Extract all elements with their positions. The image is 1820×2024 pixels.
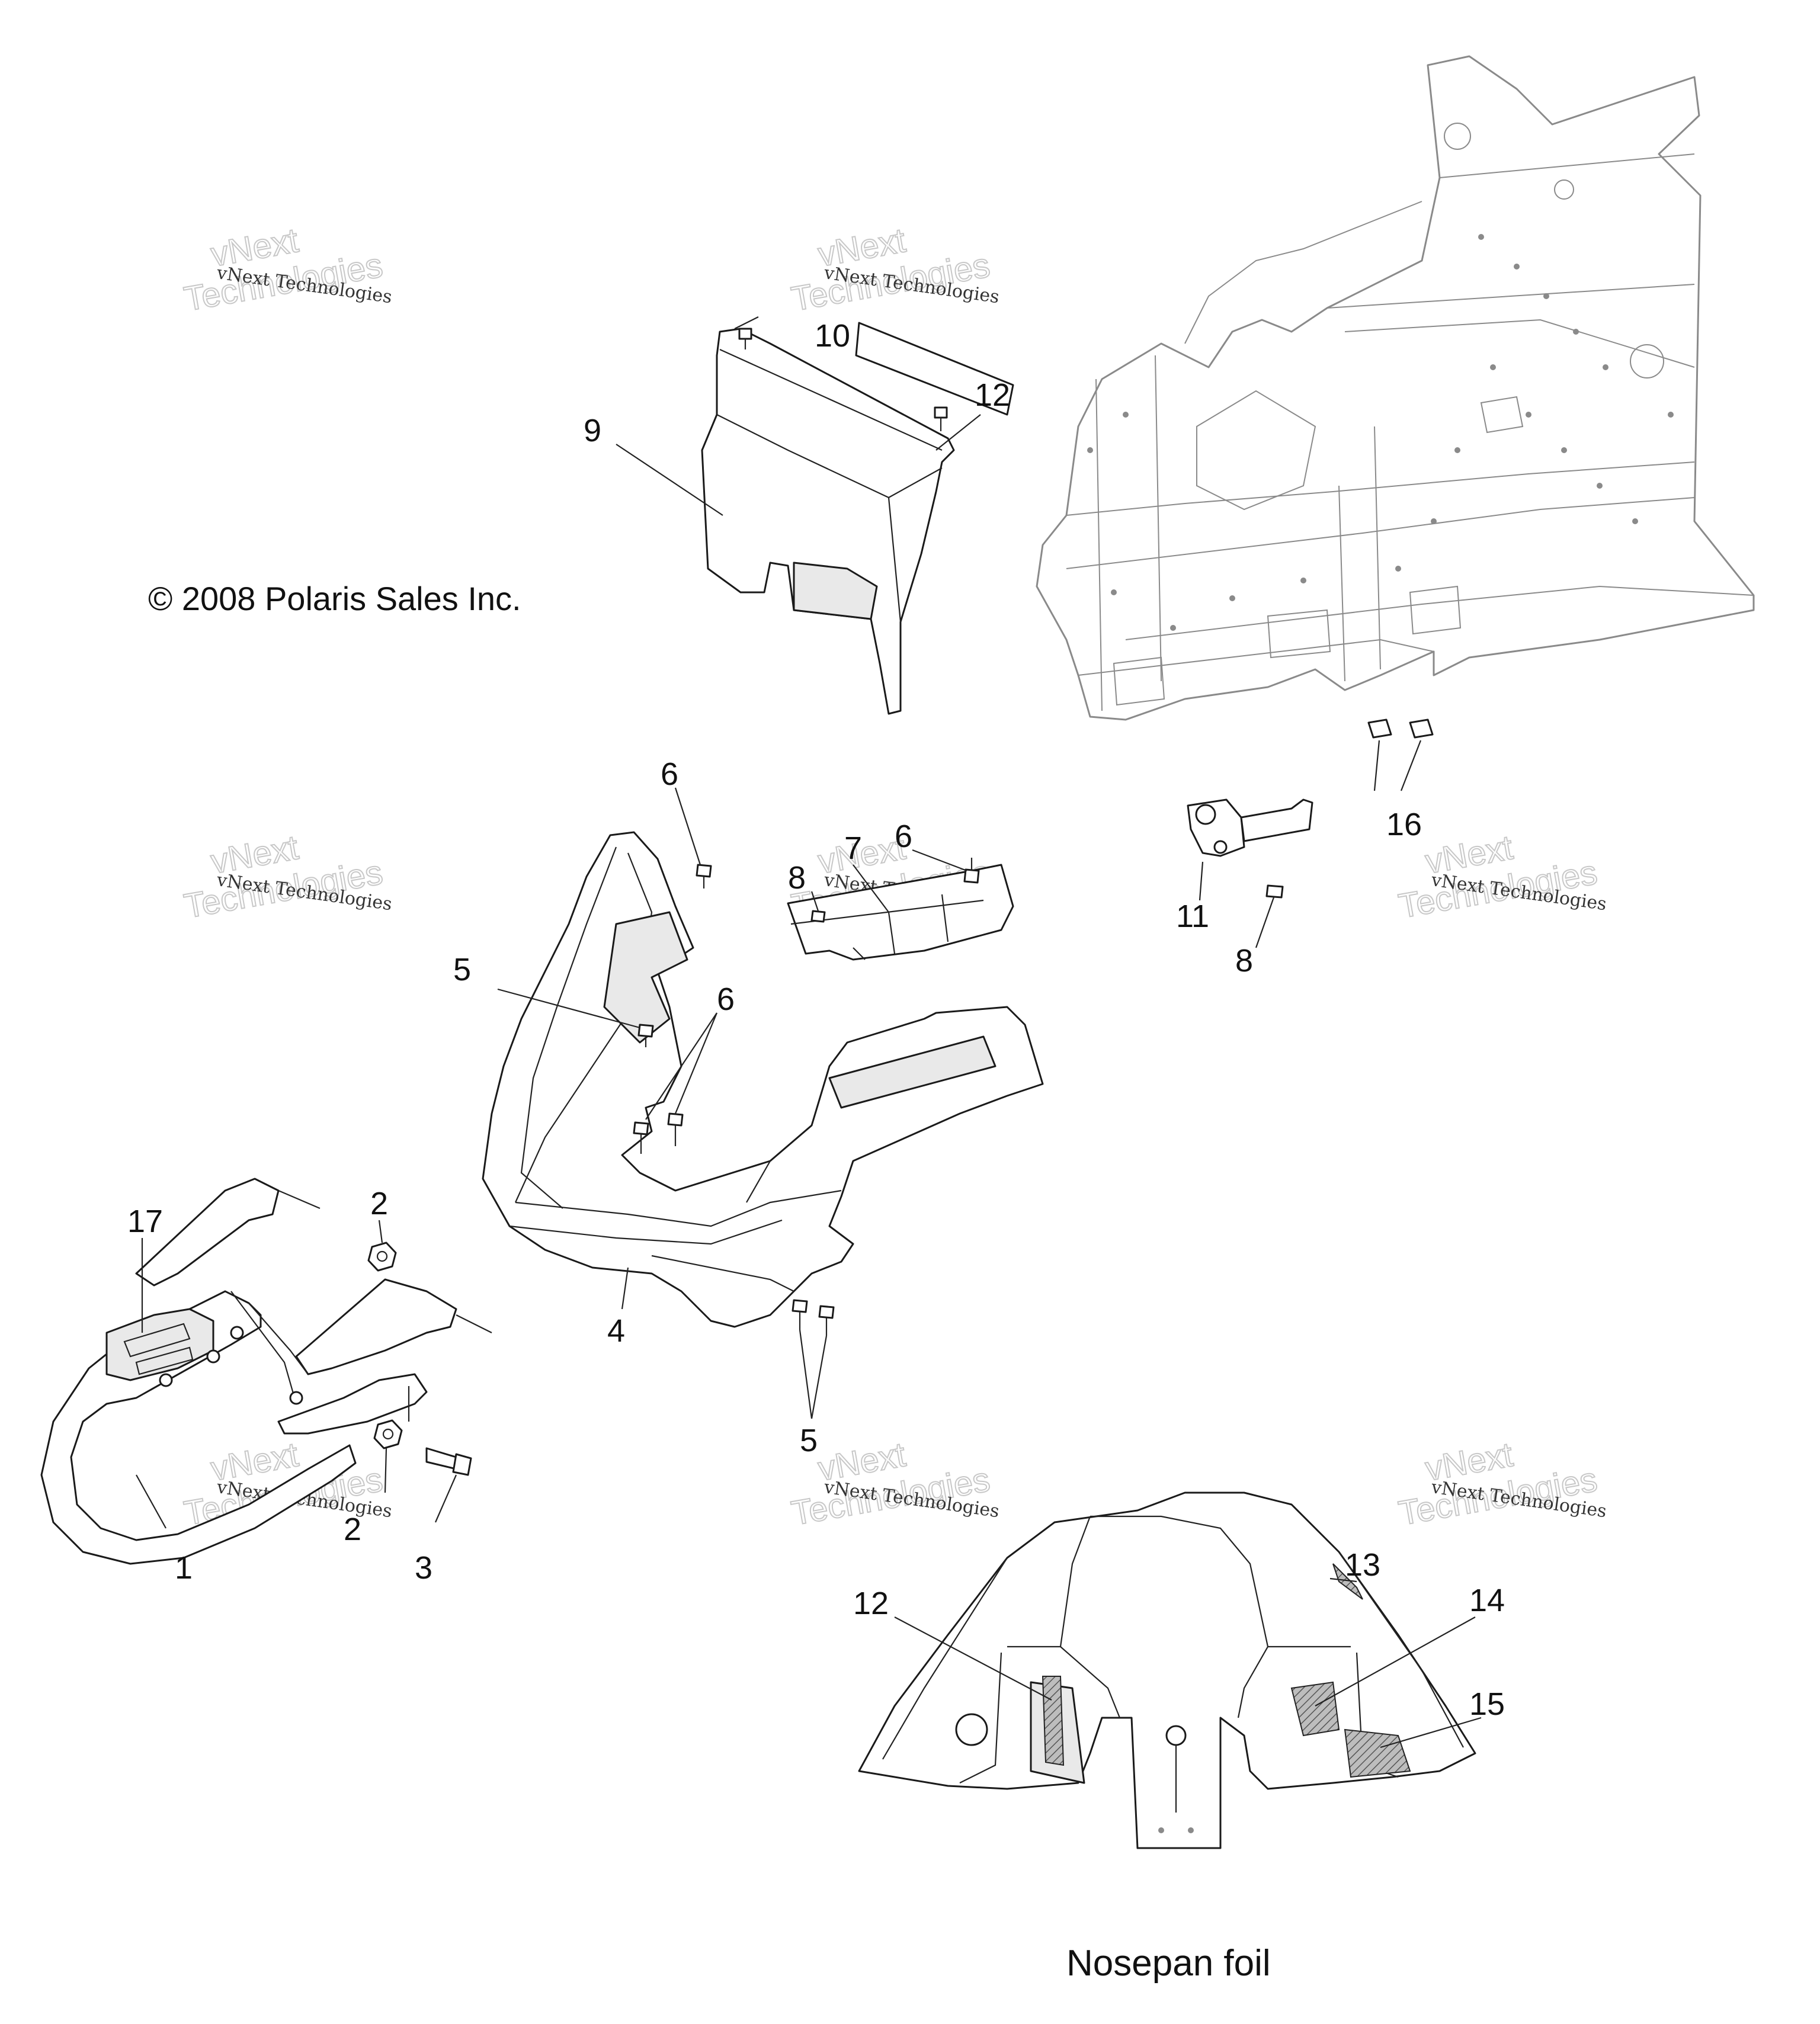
part-2-nuts bbox=[367, 1242, 403, 1449]
callout-8-right: 8 bbox=[1235, 943, 1253, 979]
part-10-screws bbox=[738, 328, 948, 431]
part-3-bolt bbox=[425, 1447, 472, 1476]
callout-7: 7 bbox=[844, 830, 862, 866]
part-11-bracket bbox=[1187, 798, 1313, 857]
callout-6-lower: 6 bbox=[717, 981, 735, 1017]
callout-2-bottom: 2 bbox=[344, 1512, 361, 1547]
chassis-frame bbox=[1036, 55, 1755, 721]
part-8-screws bbox=[810, 884, 1284, 923]
callout-9: 9 bbox=[584, 413, 601, 448]
callout-10: 10 bbox=[815, 318, 850, 354]
part-12-foil-left bbox=[1042, 1676, 1065, 1766]
part-12-foil-strip bbox=[855, 322, 1014, 416]
part-9-upper-cover bbox=[701, 328, 955, 715]
copyright-text: © 2008 Polaris Sales Inc. bbox=[148, 580, 521, 617]
callout-17: 17 bbox=[127, 1204, 163, 1239]
callout-6-top: 6 bbox=[661, 756, 678, 792]
part-14-foil-right bbox=[1290, 1681, 1340, 1737]
watermark-mid-right: vNext Technologies vNext Technologies bbox=[1395, 827, 1608, 926]
callout-16: 16 bbox=[1386, 807, 1422, 842]
callout-11: 11 bbox=[1176, 899, 1209, 934]
part-6-fasteners bbox=[633, 858, 980, 1154]
callout-8-left: 8 bbox=[788, 860, 806, 896]
callout-2-top: 2 bbox=[370, 1186, 388, 1221]
callout-12-lower: 12 bbox=[853, 1586, 889, 1621]
callout-4: 4 bbox=[607, 1313, 625, 1349]
callout-15: 15 bbox=[1469, 1686, 1505, 1722]
part-7-heat-shield bbox=[787, 864, 1014, 961]
part-1-front-bumper bbox=[40, 1178, 492, 1565]
callout-14: 14 bbox=[1469, 1583, 1505, 1618]
part-16-grommets bbox=[1367, 718, 1434, 739]
watermark-mid-left: vNext Technologies vNext Technologies bbox=[181, 827, 393, 926]
watermark-top-center: vNext Technologies vNext Technologies bbox=[788, 220, 1001, 319]
watermark-top-left: vNext Technologies vNext Technologies bbox=[181, 220, 393, 319]
callout-3: 3 bbox=[415, 1550, 432, 1586]
callout-5-bottom: 5 bbox=[800, 1423, 818, 1458]
watermark-low-center: vNext Technologies vNext Technologies bbox=[788, 1435, 1001, 1534]
leader-lines bbox=[136, 316, 1482, 1749]
nosepan-foil-detail bbox=[858, 1491, 1476, 1849]
nosepan-foil-caption: Nosepan foil bbox=[1066, 1943, 1271, 1984]
callout-13: 13 bbox=[1345, 1547, 1380, 1583]
callout-1: 1 bbox=[175, 1550, 193, 1586]
part-5-rivets bbox=[792, 1299, 835, 1336]
part-13-foil-upper bbox=[1332, 1563, 1363, 1600]
callout-12-upper: 12 bbox=[975, 377, 1010, 413]
watermark-low-right: vNext Technologies vNext Technologies bbox=[1395, 1435, 1608, 1534]
part-4-nosepan bbox=[482, 831, 1044, 1328]
part-15-foil-right-lower bbox=[1344, 1728, 1411, 1778]
callout-6-right: 6 bbox=[895, 819, 912, 854]
callout-5-left: 5 bbox=[453, 952, 471, 987]
